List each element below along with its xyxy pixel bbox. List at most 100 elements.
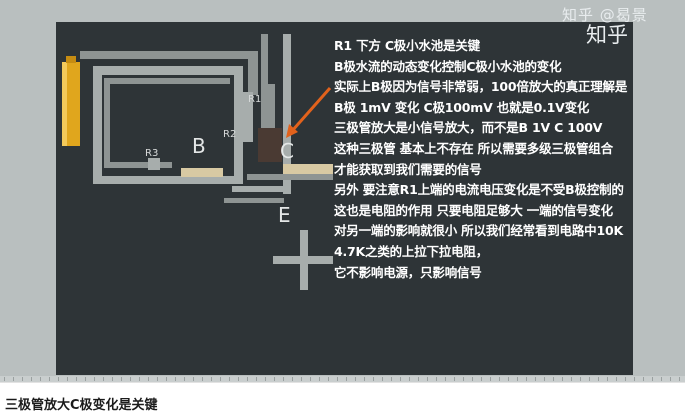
note-line: B极 1mV 变化 C极100mV 也就是0.1V变化 <box>334 99 590 115</box>
tick-mark <box>301 377 302 381</box>
tick-mark <box>553 377 554 381</box>
tick-mark <box>112 377 113 381</box>
base-label: B <box>192 134 206 158</box>
tick-mark <box>31 377 32 381</box>
tick-mark <box>184 377 185 381</box>
tick-mark <box>22 377 23 381</box>
tick-mark <box>247 377 248 381</box>
tick-mark <box>643 377 644 381</box>
tick-mark <box>76 377 77 381</box>
tick-mark <box>238 377 239 381</box>
right-column-pipe <box>283 34 291 194</box>
tick-mark <box>13 377 14 381</box>
battery-icon <box>62 56 80 146</box>
tick-mark <box>265 377 266 381</box>
tick-mark <box>346 377 347 381</box>
tick-mark <box>364 377 365 381</box>
note-line: 4.7K之类的上拉下拉电阻， <box>334 243 489 259</box>
tick-mark <box>355 377 356 381</box>
emitter-label: E <box>278 203 291 227</box>
note-line: B极水流的动态变化控制C极小水池的变化 <box>334 58 562 74</box>
tick-mark <box>409 377 410 381</box>
tick-mark <box>175 377 176 381</box>
base-tank <box>181 168 223 177</box>
tick-mark <box>202 377 203 381</box>
tick-mark <box>193 377 194 381</box>
tick-mark <box>103 377 104 381</box>
tick-mark <box>67 377 68 381</box>
tick-mark <box>283 377 284 381</box>
tick-mark <box>544 377 545 381</box>
tick-mark <box>481 377 482 381</box>
tick-mark <box>373 377 374 381</box>
tick-mark <box>535 377 536 381</box>
note-line: R1 下方 C极小水池是关键 <box>334 38 480 53</box>
note-line: 这种三极管 基本上不存在 所以需要多级三极管组合 <box>334 140 613 156</box>
tick-mark <box>274 377 275 381</box>
tick-mark <box>130 377 131 381</box>
tick-mark <box>616 377 617 381</box>
tick-mark <box>229 377 230 381</box>
tick-mark <box>589 377 590 381</box>
r3-label: R3 <box>145 148 159 159</box>
tick-mark <box>598 377 599 381</box>
tick-mark <box>391 377 392 381</box>
note-line: 另外 要注意R1上端的电流电压变化是不受B极控制的 <box>334 182 624 198</box>
watermark-text: 知乎 @曷景 <box>562 6 648 24</box>
tick-mark <box>490 377 491 381</box>
tick-mark <box>562 377 563 381</box>
zhihu-logo: 知乎 <box>586 23 628 47</box>
transistor-water-diagram <box>62 34 333 290</box>
tick-mark <box>292 377 293 381</box>
tick-mark <box>634 377 635 381</box>
explanation-notes: R1 下方 C极小水池是关键 B极水流的动态变化控制C极小水池的变化 实际上B极… <box>334 36 634 283</box>
tick-mark <box>679 377 680 381</box>
tick-mark <box>166 377 167 381</box>
tick-mark <box>256 377 257 381</box>
arrow-icon <box>286 87 332 138</box>
tick-mark <box>157 377 158 381</box>
r2-resistor <box>241 92 253 142</box>
tick-mark <box>463 377 464 381</box>
note-line: 对另一端的影响就很小 所以我们经常看到电路中10K <box>334 223 623 239</box>
r2-label: R2 <box>223 129 237 140</box>
tick-mark <box>139 377 140 381</box>
tick-mark <box>580 377 581 381</box>
tick-mark <box>445 377 446 381</box>
collector-well <box>258 128 282 162</box>
tick-mark <box>40 377 41 381</box>
note-line: 三极管放大是小信号放大，而不是B 1V C 100V <box>334 120 603 136</box>
tick-mark <box>4 377 5 381</box>
collector-tank <box>283 164 333 174</box>
tick-mark <box>310 377 311 381</box>
tick-mark <box>607 377 608 381</box>
tick-mark <box>400 377 401 381</box>
top-pipe-drop <box>248 51 258 95</box>
tick-mark <box>328 377 329 381</box>
base-loop-pipe <box>93 66 243 184</box>
note-line: 实际上B极因为信号非常弱，100倍放大的真正理解是 <box>334 79 628 95</box>
tick-mark <box>436 377 437 381</box>
junction-pipe <box>247 174 333 180</box>
tick-mark <box>94 377 95 381</box>
note-line: 它不影响电源，只影响信号 <box>334 264 482 280</box>
tick-mark <box>670 377 671 381</box>
tick-mark <box>220 377 221 381</box>
tick-mark <box>121 377 122 381</box>
ground-cross-icon <box>273 230 333 290</box>
tick-mark <box>571 377 572 381</box>
tick-mark <box>517 377 518 381</box>
emitter-pipe-2 <box>224 198 284 203</box>
tick-mark <box>427 377 428 381</box>
tick-mark <box>148 377 149 381</box>
collector-label: C <box>280 139 294 163</box>
tick-mark <box>499 377 500 381</box>
note-line: 才能获取到我们需要的信号 <box>334 161 482 177</box>
tick-mark <box>526 377 527 381</box>
r3-resistor <box>148 158 160 170</box>
progress-tick-strip <box>0 376 685 382</box>
tick-mark <box>319 377 320 381</box>
r1-label: R1 <box>248 94 262 105</box>
tick-mark <box>337 377 338 381</box>
top-pipe <box>80 51 258 59</box>
